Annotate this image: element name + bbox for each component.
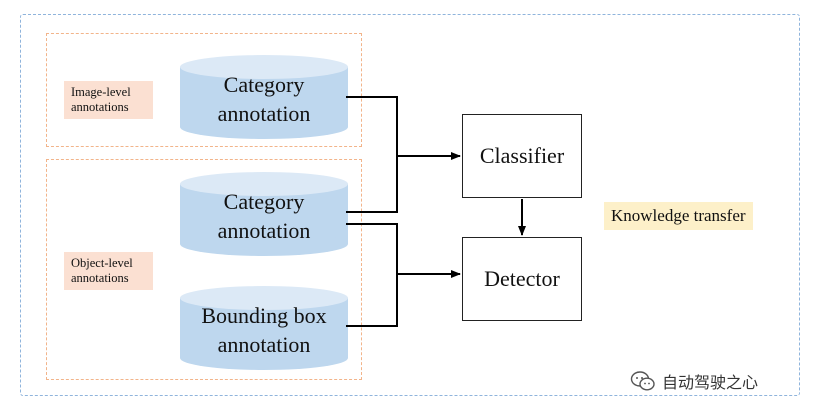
watermark-text: 自动驾驶之心 [662,373,759,392]
object-annotations-to-detector-connector [346,223,398,327]
wechat-icon [630,371,655,391]
image-level-tag-line1: Image-level [71,85,131,99]
bounding-box-annotation-cylinder: Bounding box annotation [180,286,348,370]
object-category-annotation-cylinder: Category annotation [180,172,348,256]
classifier-label: Classifier [479,143,565,168]
object-level-tag: Object-level annotations [64,252,153,290]
outer-frame [20,14,800,396]
image-category-annotation-cylinder: Category annotation [180,55,348,139]
classifier-box: Classifier [462,114,582,198]
cylinder-label-line2: annotation [217,332,311,357]
object-level-tag-line1: Object-level [71,256,133,270]
image-category-to-classifier-connector [346,96,398,213]
object-level-tag-line2: annotations [71,271,129,285]
cylinder-label-line2: annotation [217,218,311,243]
image-level-tag-line2: annotations [71,100,129,114]
image-level-group [46,33,362,147]
image-level-tag: Image-level annotations [64,81,153,119]
detector-box: Detector [462,237,582,321]
cylinder-label-line1: Category [223,72,305,97]
cylinder-label-line2: annotation [217,101,311,126]
detector-label: Detector [484,266,560,291]
object-level-group [46,159,362,380]
cylinder-label-line1: Category [223,189,305,214]
knowledge-transfer-tag: Knowledge transfer [604,202,753,230]
watermark: 自动驾驶之心 [630,369,758,393]
cylinder-label-line1: Bounding box [201,303,327,328]
